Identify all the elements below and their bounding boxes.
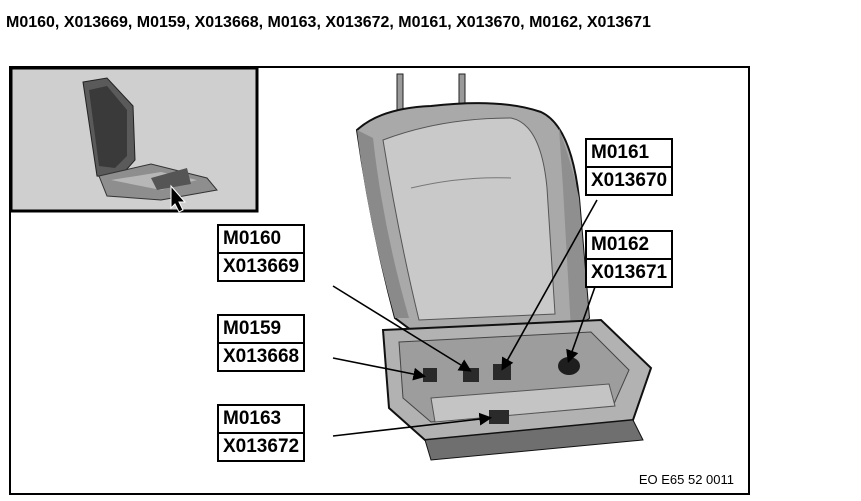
connector-code: X013668 bbox=[219, 342, 304, 370]
callout-m0160: M0160 X013669 bbox=[217, 224, 306, 282]
header-codes-line: M0160, X013669, M0159, X013668, M0163, X… bbox=[6, 14, 651, 31]
callout-m0159: M0159 X013668 bbox=[217, 314, 306, 372]
connector-code: X013670 bbox=[587, 166, 672, 194]
callout-m0163: M0163 X013672 bbox=[217, 404, 306, 462]
component-code: M0159 bbox=[223, 318, 282, 339]
component-code: M0161 bbox=[591, 142, 650, 163]
callout-m0162: M0162 X013671 bbox=[585, 230, 674, 288]
callout-m0161: M0161 X013670 bbox=[585, 138, 674, 196]
component-code: M0162 bbox=[591, 234, 650, 255]
connector-code: X013672 bbox=[219, 432, 304, 460]
component-code: M0160 bbox=[223, 228, 282, 249]
connector-code: X013669 bbox=[219, 252, 304, 280]
seat-diagram bbox=[11, 68, 653, 461]
seat-overview-thumbnail bbox=[11, 68, 259, 213]
component-code: M0163 bbox=[223, 408, 282, 429]
seat-figure: M0160 X013669 M0159 X013668 M0163 X01367… bbox=[9, 66, 750, 495]
pointer-arrow-icon bbox=[170, 184, 187, 213]
connector-code: X013671 bbox=[587, 258, 672, 286]
figure-reference-code: EO E65 52 0011 bbox=[638, 472, 734, 487]
